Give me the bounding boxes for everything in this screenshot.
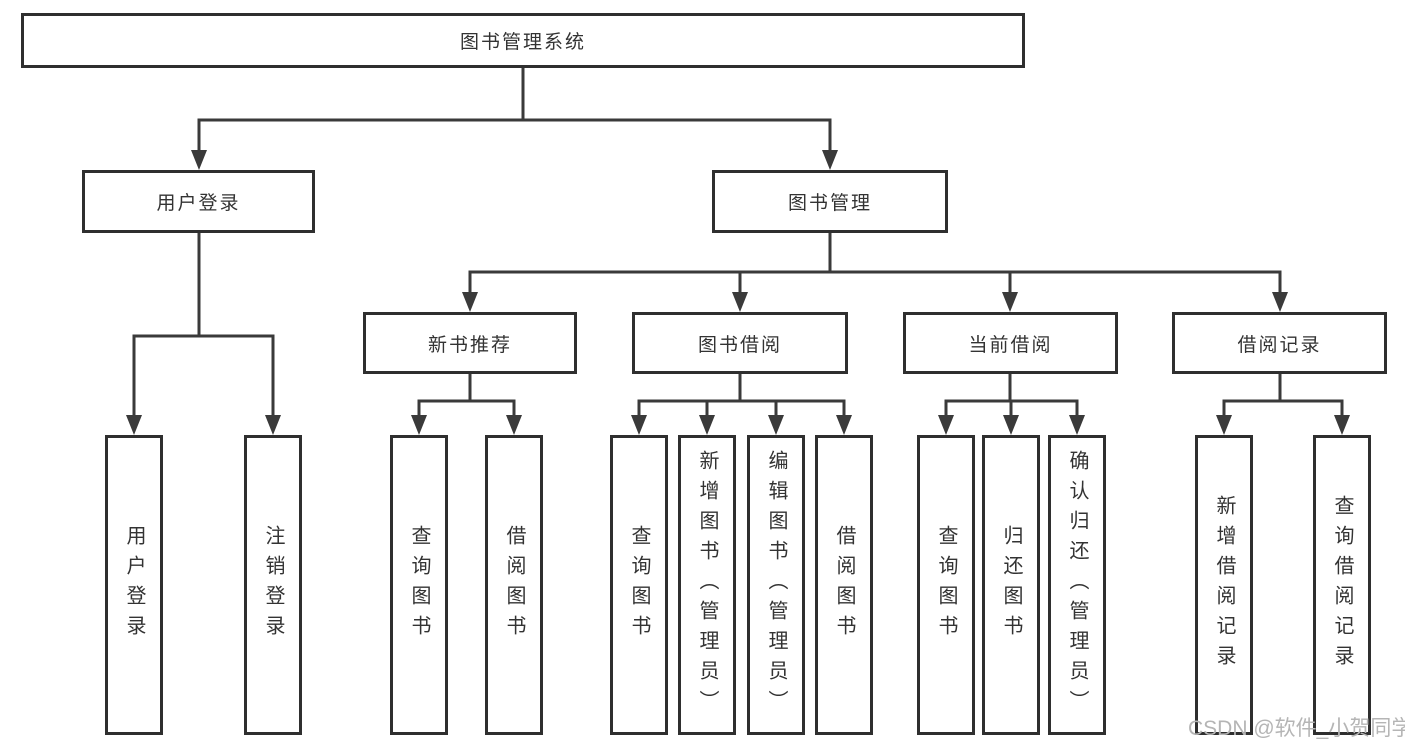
- node-new-book-recommend: 新书推荐: [363, 312, 577, 374]
- node-book-management-label: 图书管理: [787, 193, 872, 214]
- leaf-user-login-label: 用户登录: [123, 525, 145, 645]
- leaf-edit-book-admin-label: 编辑图书（管理员）: [765, 450, 787, 720]
- leaf-query-books-current: 查询图书: [917, 435, 975, 735]
- node-root-label: 图书管理系统: [459, 32, 586, 53]
- node-borrow-records-label: 借阅记录: [1237, 334, 1322, 356]
- node-new-book-recommend-label: 新书推荐: [427, 334, 512, 356]
- leaf-return-books: 归还图书: [982, 435, 1040, 735]
- leaf-query-borrow-record: 查询借阅记录: [1313, 435, 1371, 735]
- leaf-query-books-recommend-label: 查询图书: [408, 525, 430, 645]
- leaf-add-book-admin: 新增图书（管理员）: [678, 435, 736, 735]
- leaf-confirm-return-admin: 确认归还（管理员）: [1048, 435, 1106, 735]
- node-book-borrow: 图书借阅: [632, 312, 848, 374]
- node-user-login: 用户登录: [82, 170, 315, 233]
- leaf-confirm-return-admin-label: 确认归还（管理员）: [1066, 450, 1088, 720]
- leaf-query-books-borrow-label: 查询图书: [628, 525, 650, 645]
- leaf-user-login: 用户登录: [105, 435, 163, 735]
- node-book-management: 图书管理: [712, 170, 948, 233]
- leaf-borrow-books: 借阅图书: [815, 435, 873, 735]
- leaf-query-books-borrow: 查询图书: [610, 435, 668, 735]
- leaf-borrow-books-label: 借阅图书: [833, 525, 855, 645]
- leaf-borrow-books-recommend-label: 借阅图书: [503, 525, 525, 645]
- leaf-query-books-recommend: 查询图书: [390, 435, 448, 735]
- node-root-system: 图书管理系统: [21, 13, 1025, 68]
- leaf-add-borrow-record-label: 新增借阅记录: [1213, 495, 1235, 675]
- leaf-add-borrow-record: 新增借阅记录: [1195, 435, 1253, 735]
- leaf-edit-book-admin: 编辑图书（管理员）: [747, 435, 805, 735]
- csdn-watermark: CSDN @软件_小贺同学: [1188, 717, 1405, 740]
- leaf-logout-label: 注销登录: [262, 525, 284, 645]
- leaf-return-books-label: 归还图书: [1000, 525, 1022, 645]
- node-user-login-label: 用户登录: [156, 193, 241, 214]
- leaf-query-books-current-label: 查询图书: [935, 525, 957, 645]
- leaf-add-book-admin-label: 新增图书（管理员）: [696, 450, 718, 720]
- node-current-borrow: 当前借阅: [903, 312, 1118, 374]
- leaf-query-borrow-record-label: 查询借阅记录: [1331, 495, 1353, 675]
- node-book-borrow-label: 图书借阅: [697, 334, 782, 356]
- leaf-logout: 注销登录: [244, 435, 302, 735]
- leaf-borrow-books-recommend: 借阅图书: [485, 435, 543, 735]
- node-borrow-records: 借阅记录: [1172, 312, 1387, 374]
- node-current-borrow-label: 当前借阅: [968, 334, 1053, 356]
